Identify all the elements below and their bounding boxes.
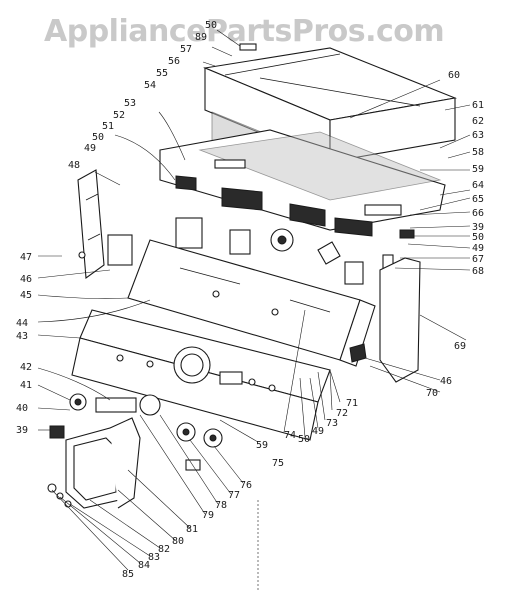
callout-50: 50 [472, 232, 484, 243]
callout-48: 48 [68, 160, 80, 171]
callout-53: 53 [124, 98, 136, 109]
callout-70: 70 [426, 388, 438, 399]
callout-52: 52 [113, 110, 125, 121]
callout-50: 50 [205, 20, 217, 31]
callout-64: 64 [472, 180, 484, 191]
callout-61: 61 [472, 100, 484, 111]
callout-80: 80 [172, 536, 184, 547]
callout-59: 59 [256, 440, 268, 451]
callout-40: 40 [16, 403, 28, 414]
callout-89: 89 [195, 32, 207, 43]
callout-56: 56 [168, 56, 180, 67]
callout-46: 46 [440, 376, 452, 387]
callout-69: 69 [454, 341, 466, 352]
callout-49: 49 [312, 426, 324, 437]
callout-82: 82 [158, 544, 170, 555]
front-control-panel [71, 309, 331, 441]
lower-frame-assembly [47, 417, 141, 509]
callout-39: 39 [16, 425, 28, 436]
callout-74: 74 [284, 430, 296, 441]
callout-49: 49 [84, 143, 96, 154]
callout-72: 72 [336, 408, 348, 419]
callout-49: 49 [472, 243, 484, 254]
callout-76: 76 [240, 480, 252, 491]
callout-62: 62 [472, 116, 484, 127]
callout-68: 68 [472, 266, 484, 277]
callout-47: 47 [20, 252, 32, 263]
callout-63: 63 [472, 130, 484, 141]
left-side-bracket [77, 169, 133, 280]
callout-39: 39 [472, 222, 484, 233]
callout-79: 79 [202, 510, 214, 521]
callout-59: 59 [472, 164, 484, 175]
callout-51: 51 [102, 121, 114, 132]
callout-42: 42 [20, 362, 32, 373]
leader-lines [37, 29, 471, 590]
callout-50: 50 [92, 132, 104, 143]
callout-77: 77 [228, 490, 240, 501]
switch-components [175, 217, 394, 285]
callout-45: 45 [20, 290, 32, 301]
callout-55: 55 [156, 68, 168, 79]
knobs-and-buttons [49, 393, 223, 471]
callout-labels: 50 89 57 56 55 54 53 52 51 50 49 48 60 6… [16, 20, 484, 580]
watermark-text: AppliancePartsPros.com [44, 14, 445, 49]
callout-78: 78 [215, 500, 227, 511]
callout-66: 66 [472, 208, 484, 219]
callout-41: 41 [20, 380, 32, 391]
callout-46: 46 [20, 274, 32, 285]
callout-85: 85 [122, 569, 134, 580]
callout-71: 71 [346, 398, 358, 409]
callout-54: 54 [144, 80, 156, 91]
callout-65: 65 [472, 194, 484, 205]
control-board-assembly [159, 129, 446, 239]
callout-44: 44 [16, 318, 28, 329]
callout-60: 60 [448, 70, 460, 81]
callout-83: 83 [148, 552, 160, 563]
callout-58: 58 [472, 147, 484, 158]
callout-73: 73 [326, 418, 338, 429]
callout-57: 57 [180, 44, 192, 55]
callout-67: 67 [472, 254, 484, 265]
callout-50: 50 [298, 434, 310, 445]
callout-84: 84 [138, 560, 150, 571]
callout-81: 81 [186, 524, 198, 535]
callout-43: 43 [16, 331, 28, 342]
callout-75: 75 [272, 458, 284, 469]
